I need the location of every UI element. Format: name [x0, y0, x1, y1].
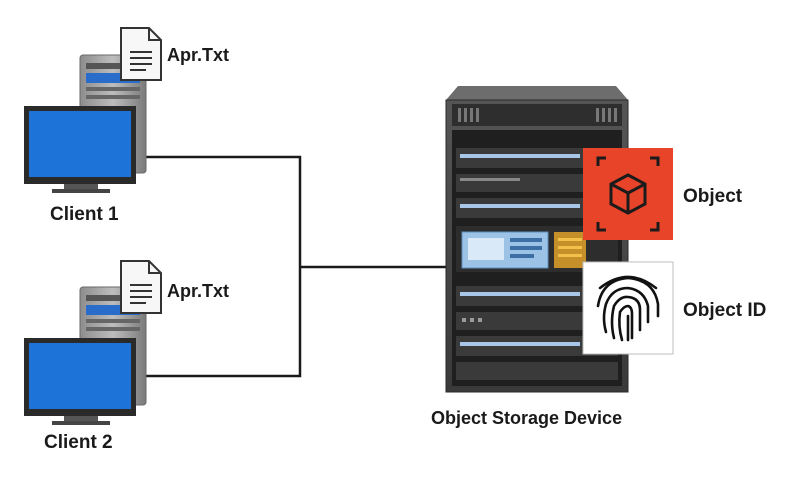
storage-label: Object Storage Device — [431, 408, 623, 428]
client-2-computer — [24, 260, 162, 425]
fingerprint-icon — [596, 275, 660, 342]
object-id-label: Object ID — [683, 300, 767, 321]
text-file-icon — [120, 27, 162, 81]
client-2-label: Client 2 — [44, 432, 113, 453]
client-1-label: Client 1 — [50, 204, 119, 225]
object-label: Object — [683, 186, 743, 207]
text-file-icon — [120, 260, 162, 314]
server-units — [456, 148, 618, 380]
desktop-computer-icon — [24, 286, 147, 425]
cube-icon — [596, 156, 660, 232]
client-2-file-label: Apr.Txt — [167, 281, 230, 301]
client-1-file-label: Apr.Txt — [167, 45, 230, 65]
desktop-computer-icon — [24, 54, 147, 193]
client-connector — [145, 155, 302, 378]
connector-lines — [145, 155, 446, 378]
object-card — [583, 148, 673, 240]
object-id-card — [582, 261, 674, 355]
client-1-computer — [24, 27, 162, 193]
